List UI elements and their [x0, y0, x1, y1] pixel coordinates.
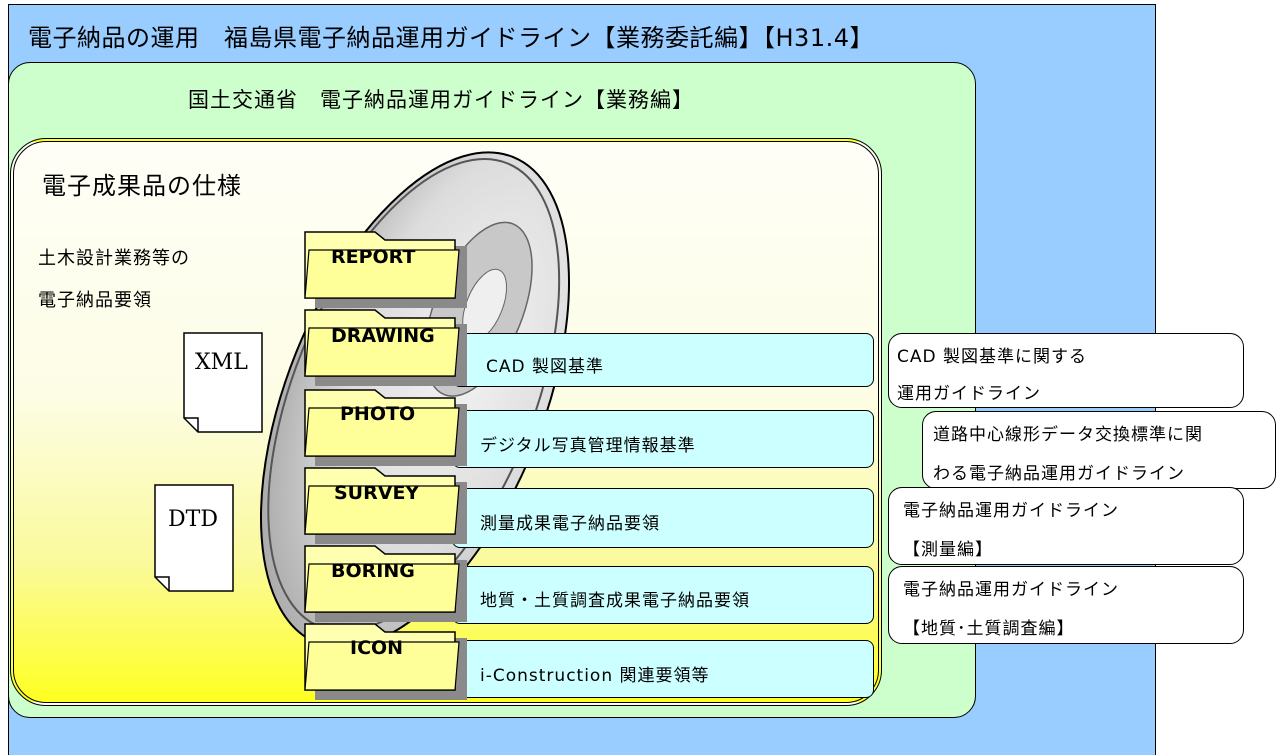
page-title: 電子納品の運用 福島県電子納品運用ガイドライン【業務委託編】【H31.4】 — [28, 24, 874, 52]
guide-cad-line-1: CAD 製図基準に関する — [897, 347, 1087, 367]
spec-title: 電子成果品の仕様 — [42, 172, 242, 200]
guide-cad-line-2: 運用ガイドライン — [897, 384, 1041, 404]
standard-bar-survey — [452, 488, 874, 548]
standard-icon-label: i-Construction 関連要領等 — [480, 666, 710, 686]
guide-survey-box: 電子納品運用ガイドライン 【測量編】 — [888, 487, 1244, 565]
guide-road-box: 道路中心線形データ交換標準に関 わる電子納品運用ガイドライン — [922, 411, 1276, 489]
folder-survey-label: SURVEY — [334, 482, 420, 504]
standard-bar-boring — [452, 566, 874, 624]
standard-bar-photo — [452, 410, 874, 468]
guide-geology-line-1: 電子納品運用ガイドライン — [903, 580, 1119, 600]
dtd-document-shape — [154, 484, 234, 592]
guide-geology-line-2: 【地質･土質調査編】 — [903, 619, 1075, 639]
standard-boring-label: 地質・土質調査成果電子納品要領 — [480, 591, 750, 611]
standard-survey-label: 測量成果電子納品要領 — [480, 514, 660, 534]
standard-bar-cad — [452, 333, 874, 387]
spec-line-2: 電子納品要領 — [38, 290, 152, 311]
folder-photo-label: PHOTO — [340, 403, 416, 425]
xml-document-label: XML — [195, 350, 248, 375]
standard-cad-label: CAD 製図基準 — [486, 357, 604, 377]
folder-boring-label: BORING — [331, 560, 415, 582]
folder-report-label: REPORT — [331, 246, 416, 268]
standard-bar-icon — [452, 640, 874, 698]
guide-geology-box: 電子納品運用ガイドライン 【地質･土質調査編】 — [888, 566, 1244, 644]
spec-line-1: 土木設計業務等の — [38, 248, 190, 269]
folder-drawing-label: DRAWING — [331, 325, 435, 347]
guide-cad-box: CAD 製図基準に関する 運用ガイドライン — [888, 333, 1244, 408]
guide-survey-line-2: 【測量編】 — [903, 540, 993, 560]
guide-road-line-2: わる電子納品運用ガイドライン — [933, 464, 1185, 484]
guide-road-line-1: 道路中心線形データ交換標準に関 — [933, 425, 1203, 445]
standard-photo-label: デジタル写真管理情報基準 — [480, 436, 696, 456]
dtd-document-label: DTD — [168, 507, 218, 532]
xml-document-shape — [183, 332, 263, 433]
folder-icon-label: ICON — [350, 637, 404, 659]
mlit-guideline-title: 国土交通省 電子納品運用ガイドライン【業務編】 — [188, 88, 694, 112]
guide-survey-line-1: 電子納品運用ガイドライン — [903, 501, 1119, 521]
